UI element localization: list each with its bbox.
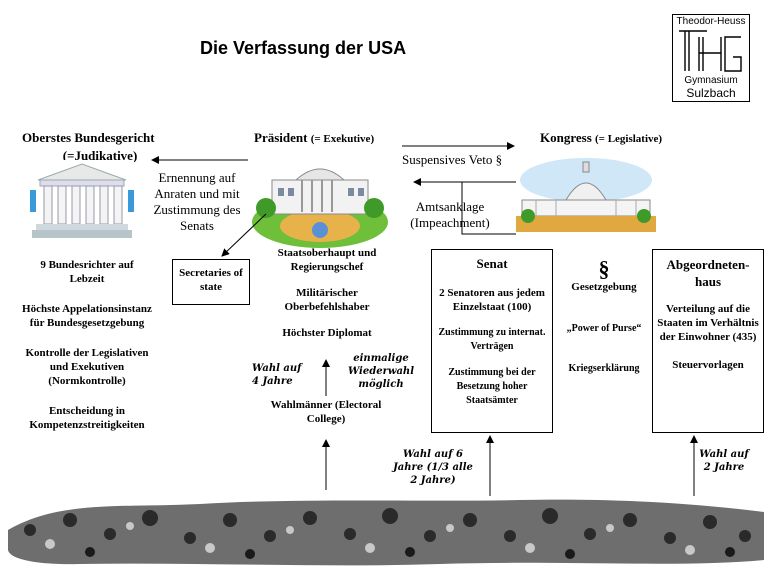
judikative-header-sub: (=Judikative)	[62, 148, 138, 163]
senat-item: Zustimmung bei der Besetzung hoher Staat…	[448, 367, 536, 406]
secretaries-box: Secretaries of state	[172, 259, 250, 305]
judikative-item: Kontrolle der Legislativen und Exekutive…	[25, 347, 149, 387]
note-wahl-4-jahre: Wahl auf 4 Jahre	[252, 363, 302, 387]
shared-power-item: Kriegserklärung	[568, 363, 640, 374]
judikative-item: Höchste Appelationsinstanz für Bundesges…	[22, 303, 152, 329]
logo-line1: Gymnasium	[684, 75, 738, 86]
judikative-list: 9 Bundesrichter auf Lebzeit Höchste Appe…	[22, 258, 152, 432]
impeachment-label: Amtsanklage (Impeachment)	[410, 199, 490, 230]
haus-item: Steuervorlagen	[672, 359, 744, 371]
judikative-header-main: Oberstes Bundesgericht	[22, 130, 155, 145]
appointment-label: Ernennung auf Anraten und mit Zustimmung…	[153, 170, 241, 233]
judikative-item: 9 Bundesrichter auf Lebzeit	[40, 259, 134, 285]
veto-label: Suspensives Veto §	[402, 152, 503, 167]
capitol-building-icon	[516, 158, 656, 232]
exekutive-list: Staatsoberhaupt und Regierungschef Milit…	[262, 246, 392, 344]
note-wahl-2-jahre: Wahl auf 2 Jahre	[699, 449, 749, 473]
senat-title: Senat	[476, 256, 508, 271]
senat-item: Zustimmung zu internat. Verträgen	[438, 327, 546, 352]
exekutive-header-sub: (= Exekutive)	[310, 133, 375, 145]
exekutive-item: Staatsoberhaupt und Regierungschef	[277, 247, 377, 273]
legislative-header-sub: (= Legislative)	[595, 133, 663, 145]
exekutive-item: Militärischer Oberbefehlshaber	[284, 287, 370, 313]
impeachment-arrow-link	[461, 182, 516, 235]
white-house-icon	[252, 168, 388, 248]
shared-power-item: „Power of Purse“	[566, 323, 642, 334]
exekutive-item: Höchster Diplomat	[282, 327, 372, 339]
people-crowd-icon	[0, 496, 768, 570]
logo-top-text: Theodor-Heuss	[676, 16, 746, 27]
judikative-item: Entscheidung in Kompetenzstreitigkeiten	[29, 405, 145, 431]
senat-item: 2 Senatoren aus jedem Einzelstaat (100)	[439, 287, 545, 313]
senat-box: Senat 2 Senatoren aus jedem Einzelstaat …	[431, 249, 553, 433]
exekutive-header-main: Präsident	[254, 130, 308, 145]
abgeordnetenhaus-box: Abgeordneten-haus Verteilung auf die Sta…	[652, 249, 764, 433]
judikative-header: Oberstes Bundesgericht	[22, 130, 155, 146]
logo-line2: Sulzbach	[686, 86, 736, 100]
supreme-court-building-icon	[30, 160, 134, 240]
secretaries-arrow	[221, 213, 267, 257]
haus-title: Abgeordneten-haus	[666, 257, 750, 289]
legislative-header-main: Kongress	[540, 130, 592, 145]
legislative-header: Kongress (= Legislative)	[540, 130, 662, 146]
exekutive-header: Präsident (= Exekutive)	[254, 130, 374, 146]
school-logo: Theodor-Heuss Gymnasium Sulzbach	[672, 14, 750, 102]
page-title: Die Verfassung der USA	[200, 38, 407, 58]
thg-monogram-icon	[679, 30, 742, 72]
paragraph-icon: §	[598, 256, 610, 281]
haus-item: Verteilung auf die Staaten im Verhältnis…	[657, 303, 759, 343]
note-wahl-6-jahre: Wahl auf 6 Jahre (1/3 alle 2 Jahre)	[393, 449, 473, 486]
electoral-college-label: Wahlmänner (Electoral College)	[270, 399, 382, 425]
shared-power-item: Gesetzgebung	[571, 281, 637, 293]
note-wiederwahl: einmalige Wiederwahl möglich	[348, 353, 414, 390]
shared-powers: § Gesetzgebung „Power of Purse“ Kriegser…	[556, 258, 652, 376]
